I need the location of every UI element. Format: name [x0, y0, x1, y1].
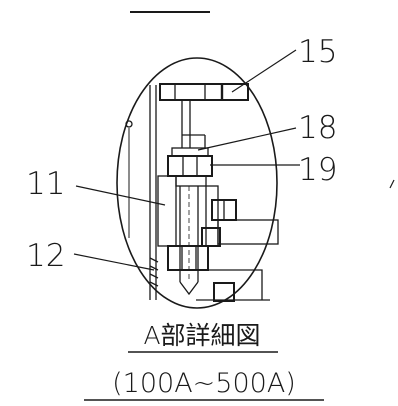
leader-18 — [197, 127, 297, 151]
edge-mark — [389, 179, 395, 189]
label-19: 19 — [298, 152, 337, 188]
pivot-dot — [125, 120, 133, 128]
label-12: 12 — [26, 238, 65, 274]
assembly-geometry — [128, 83, 279, 302]
caption-range: (100A~500A) — [112, 368, 296, 399]
leader-lines — [73, 49, 300, 271]
label-18: 18 — [298, 110, 337, 146]
label-11: 11 — [26, 166, 65, 202]
leader-12 — [73, 253, 155, 271]
leader-15 — [231, 49, 297, 93]
leader-11 — [75, 185, 166, 206]
caption-title: A部詳細図 — [143, 321, 260, 350]
detail-circle — [116, 57, 278, 309]
label-15: 15 — [298, 34, 337, 70]
